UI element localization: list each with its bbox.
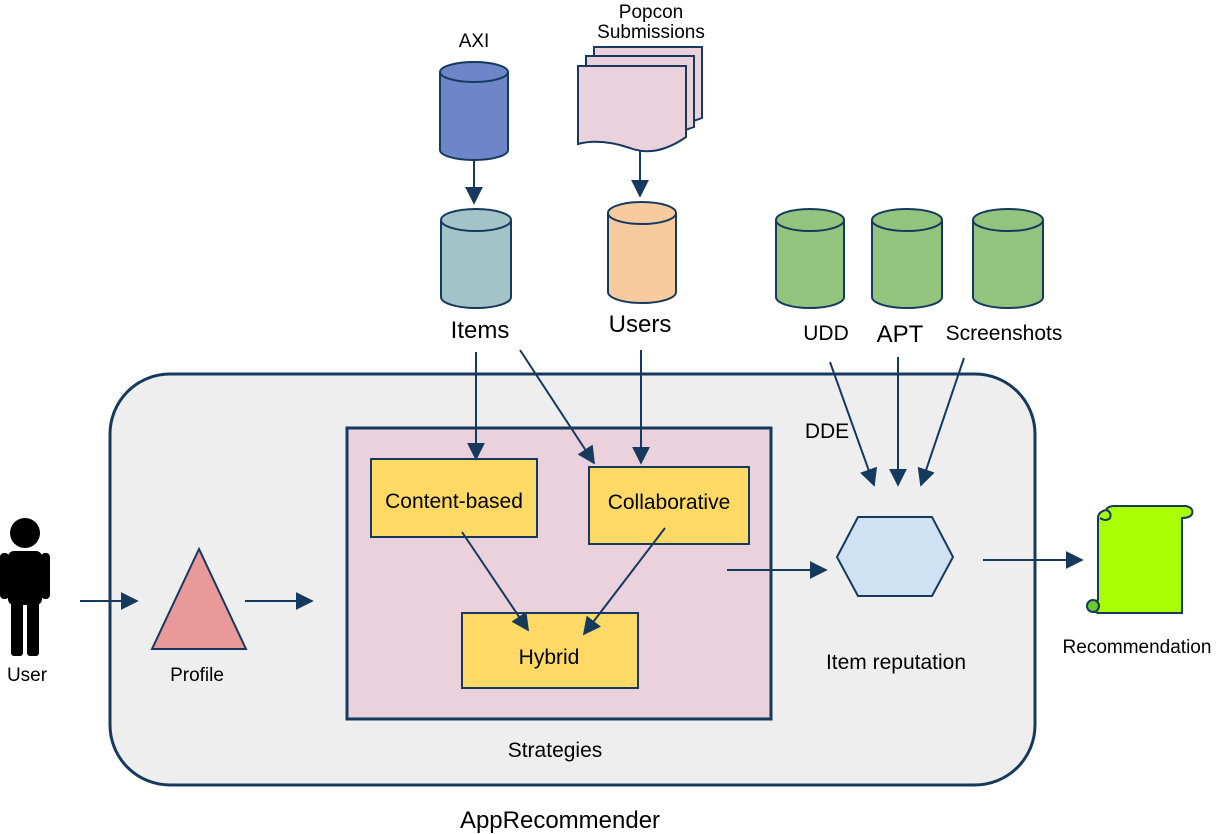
recommendation-scroll-icon	[1086, 505, 1194, 614]
arrows	[80, 150, 1084, 636]
hybrid-label: Hybrid	[519, 646, 580, 669]
axi-label: AXI	[459, 31, 490, 52]
arrow-content-hybrid	[461, 531, 530, 632]
items-database-icon	[440, 208, 512, 309]
udd-label: UDD	[803, 322, 849, 345]
item-reputation-label: Item reputation	[826, 651, 966, 674]
profile-label: Profile	[170, 665, 224, 686]
item-reputation-hexagon-icon	[835, 516, 955, 597]
apt-label: APT	[877, 321, 924, 348]
popcon-label-line2: Submissions	[597, 22, 705, 43]
users-label: Users	[609, 311, 672, 338]
hybrid-box	[461, 612, 639, 689]
screenshots-database-icon	[972, 208, 1044, 309]
content-based-label: Content-based	[385, 490, 523, 513]
axi-database-icon	[439, 61, 509, 161]
screenshots-label: Screenshots	[946, 322, 1063, 345]
apt-database-icon	[871, 208, 943, 309]
user-icon	[0, 518, 50, 656]
items-label: Items	[451, 317, 510, 344]
recommendation-label: Recommendation	[1063, 637, 1212, 658]
arrow-screenshots-hexagon	[917, 357, 965, 487]
popcon-label-line1: Popcon	[619, 2, 683, 23]
arrow-items-collaborative	[519, 349, 595, 465]
strategies-title: Strategies	[508, 739, 603, 762]
popcon-submissions-icon	[577, 46, 703, 153]
users-database-icon	[607, 201, 677, 304]
profile-triangle-icon	[150, 546, 248, 650]
arrow-udd-hexagon	[829, 361, 878, 487]
content-based-box	[370, 458, 538, 538]
collaborative-label: Collaborative	[608, 491, 731, 514]
user-label: User	[7, 665, 48, 686]
collaborative-box	[588, 466, 750, 545]
arrow-collaborative-hybrid	[582, 527, 666, 636]
apprecommender-title: AppRecommender	[460, 807, 660, 834]
dde-label: DDE	[805, 420, 849, 443]
udd-database-icon	[775, 208, 845, 309]
